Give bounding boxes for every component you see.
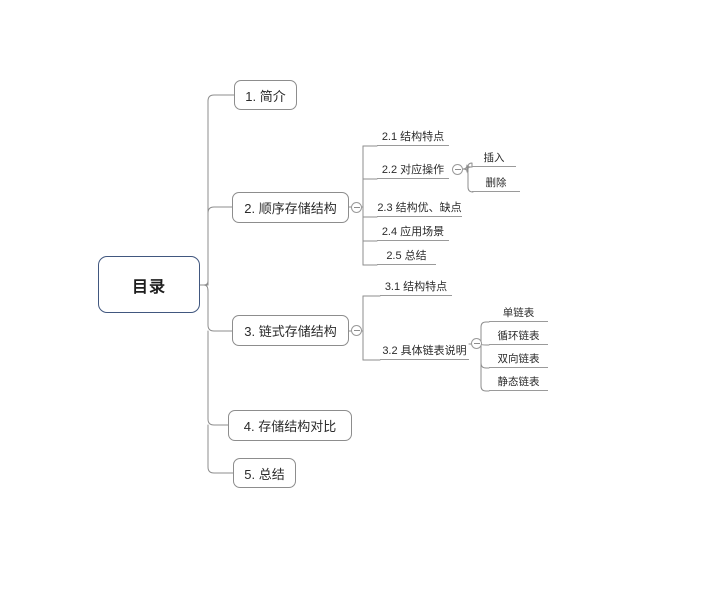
root-node[interactable]: 目录	[98, 256, 200, 313]
collapse-toggle-node-2-2[interactable]	[452, 164, 463, 175]
node-3-2-4-static-linked-list[interactable]: 静态链表	[489, 374, 548, 391]
edge-node22-to-insert	[462, 164, 473, 173]
edge-node32-bracket-top	[480, 321, 490, 345]
node-3-2-3-label: 双向链表	[497, 353, 540, 365]
node-2-2-label: 2.2 对应操作	[381, 164, 445, 176]
node-3-linked-storage-label: 3. 链式存储结构	[244, 324, 337, 339]
edge-node32-bracket-bottom	[480, 343, 490, 392]
node-3-2-4-label: 静态链表	[497, 376, 540, 388]
node-2-5-label: 2.5 总结	[386, 250, 427, 262]
collapse-toggle-node-3-2[interactable]	[471, 338, 482, 349]
node-3-linked-storage[interactable]: 3. 链式存储结构	[232, 315, 349, 346]
node-2-2-1-insert[interactable]: 插入	[472, 150, 516, 167]
node-3-2-2-circular-linked-list[interactable]: 循环链表	[489, 328, 548, 345]
node-2-3-label: 2.3 结构优、缺点	[377, 202, 462, 214]
node-3-2-label: 3.2 具体链表说明	[382, 345, 467, 357]
node-4-storage-comparison-label: 4. 存储结构对比	[243, 419, 337, 434]
node-2-2-operations[interactable]: 2.2 对应操作	[377, 161, 449, 179]
collapse-toggle-node-2[interactable]	[351, 202, 362, 213]
node-5-summary-label: 5. 总结	[244, 466, 285, 482]
node-2-4-label: 2.4 应用场景	[381, 226, 445, 238]
node-3-1-label: 3.1 结构特点	[384, 281, 448, 293]
node-2-1-label: 2.1 结构特点	[381, 131, 445, 143]
node-2-5-summary[interactable]: 2.5 总结	[377, 247, 436, 265]
node-5-summary[interactable]: 5. 总结	[233, 458, 296, 488]
edge-root-trunk	[199, 94, 235, 286]
node-3-2-1-label: 单链表	[502, 307, 535, 319]
edge-root-to-node2	[207, 206, 233, 286]
node-3-2-3-doubly-linked-list[interactable]: 双向链表	[489, 351, 548, 368]
node-4-storage-comparison[interactable]: 4. 存储结构对比	[228, 410, 352, 441]
node-2-3-pros-cons[interactable]: 2.3 结构优、缺点	[377, 199, 462, 217]
node-2-2-1-label: 插入	[483, 152, 505, 164]
node-2-2-2-delete[interactable]: 删除	[472, 175, 520, 192]
edge-node32-to-circular	[480, 343, 490, 346]
node-1-intro-label: 1. 简介	[245, 88, 286, 104]
node-3-2-linked-list-details[interactable]: 3.2 具体链表说明	[380, 342, 469, 360]
collapse-toggle-node-3[interactable]	[351, 325, 362, 336]
node-3-1-structure-features[interactable]: 3.1 结构特点	[380, 278, 452, 296]
root-node-label: 目录	[131, 278, 166, 296]
node-2-4-use-cases[interactable]: 2.4 应用场景	[377, 223, 449, 241]
edge-root-to-node4	[207, 330, 229, 426]
edge-node32-to-double	[480, 362, 490, 369]
node-2-sequential-storage[interactable]: 2. 顺序存储结构	[232, 192, 349, 223]
node-3-2-2-label: 循环链表	[497, 330, 540, 342]
node-2-2-2-label: 删除	[485, 177, 507, 189]
node-2-sequential-storage-label: 2. 顺序存储结构	[244, 201, 337, 216]
node-3-2-1-singly-linked-list[interactable]: 单链表	[489, 305, 548, 322]
edge-root-to-node3	[203, 284, 233, 332]
node-2-1-structure-features[interactable]: 2.1 结构特点	[377, 128, 449, 146]
node-1-intro[interactable]: 1. 简介	[234, 80, 297, 110]
